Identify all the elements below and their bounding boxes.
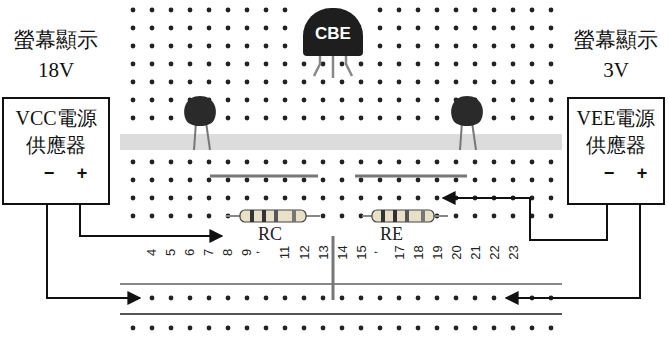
breadboard-holes xyxy=(131,8,554,331)
transistor-pin-order: CBE xyxy=(303,24,363,44)
rail-line xyxy=(120,283,562,285)
supply-terminal xyxy=(43,186,645,195)
center-channel xyxy=(120,134,562,150)
power-supply-box: 螢幕顯示 18VVCC電源 供應器−+ xyxy=(2,97,110,205)
supply-name: VCC電源 供應器 xyxy=(6,105,106,159)
column-number: 21 xyxy=(469,245,482,259)
rail-line xyxy=(120,313,562,315)
column-number: 5 xyxy=(164,248,177,255)
column-number: 4 xyxy=(145,248,158,255)
column-number: 17 xyxy=(393,245,406,259)
resistor-label: RE xyxy=(379,224,404,244)
display-reading: 螢幕顯示 3V xyxy=(559,25,668,85)
column-number: 6 xyxy=(183,248,196,255)
resistor-symbol xyxy=(226,210,320,222)
column-number: , xyxy=(365,250,378,254)
column-number: 13 xyxy=(317,245,330,259)
terminal-sign: − xyxy=(603,163,615,183)
column-number: 14 xyxy=(336,245,349,259)
jumper-wire xyxy=(332,236,335,300)
column-number: 7 xyxy=(202,248,215,255)
terminal-sign: − xyxy=(43,163,55,183)
column-number: 11 xyxy=(279,245,292,259)
terminal-sign: + xyxy=(636,163,648,183)
power-supply-box: 螢幕顯示 3VVEE電源 供應器−+ xyxy=(567,97,665,205)
column-number: , xyxy=(247,250,260,254)
resistor-symbol xyxy=(362,210,448,222)
supply-wire xyxy=(47,190,640,298)
column-number: 23 xyxy=(507,245,520,259)
capacitor-symbol xyxy=(184,96,216,150)
column-number: 8 xyxy=(221,248,234,255)
terminal-sign: + xyxy=(76,163,88,183)
column-number: 20 xyxy=(450,245,463,259)
column-number: 19 xyxy=(431,245,444,259)
resistor-label: RC xyxy=(257,224,283,244)
display-reading: 螢幕顯示 18V xyxy=(0,25,118,85)
transistor-leads xyxy=(314,56,352,78)
transistor-body: CBE xyxy=(303,8,363,56)
jumper-wire xyxy=(210,175,318,178)
jumper-wire xyxy=(355,175,467,178)
column-number: 12 xyxy=(298,245,311,259)
supply-name: VEE電源 供應器 xyxy=(571,105,661,159)
column-number: 18 xyxy=(412,245,425,259)
column-number: 22 xyxy=(488,245,501,259)
capacitor-symbol xyxy=(451,96,483,150)
